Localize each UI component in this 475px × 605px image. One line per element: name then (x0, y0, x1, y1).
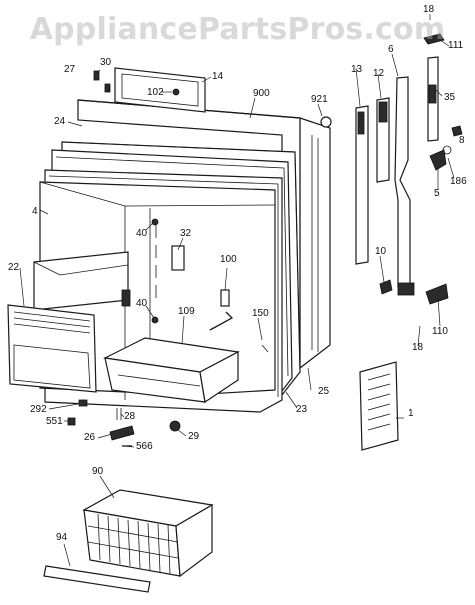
callout-label: 32 (180, 228, 192, 239)
callout-label: 102 (147, 87, 164, 98)
callout-label: 25 (318, 386, 330, 397)
callout-label: 551 (46, 416, 63, 427)
callout-label: 150 (252, 308, 269, 319)
callout-label: 29 (188, 431, 200, 442)
callout-label: 26 (84, 432, 96, 443)
callout-label: 22 (8, 262, 20, 273)
callout-label: 10 (375, 246, 387, 257)
callout-label: 14 (212, 71, 224, 82)
callout-label: 30 (100, 57, 112, 68)
top-door-panel (114, 67, 206, 113)
callout-label: 4 (32, 206, 38, 217)
callout-label: 18 (423, 4, 435, 15)
callout-label: 12 (373, 68, 385, 79)
card-panel (359, 361, 399, 451)
callout-label: 90 (92, 466, 104, 477)
callout-label: 100 (220, 254, 237, 265)
callout-label: 27 (64, 64, 76, 75)
callout-label: 23 (296, 404, 308, 415)
callout-label: 186 (450, 176, 467, 187)
callout-label: 110 (432, 326, 448, 337)
callout-label: 109 (178, 306, 195, 317)
hinge-parts (379, 33, 463, 305)
top-screws (93, 70, 332, 128)
callout-label: 6 (388, 44, 394, 55)
inner-liner (33, 181, 276, 400)
crisper-pan (103, 337, 240, 404)
callout-label: 94 (56, 532, 68, 543)
callout-label: 1 (408, 408, 414, 419)
callout-label: 900 (253, 88, 270, 99)
handle-bar (43, 565, 151, 593)
callout-label: 35 (444, 92, 456, 103)
callout-label: 5 (434, 188, 440, 199)
callout-label: 111 (448, 40, 464, 51)
callout-label: 8 (459, 135, 465, 146)
callout-label: 18 (412, 342, 424, 353)
callout-label: 40 (136, 298, 148, 309)
callout-label: 292 (30, 404, 47, 415)
callout-label: 13 (351, 64, 363, 75)
front-grille (7, 304, 97, 393)
small-parts (67, 399, 181, 447)
callout-label: 566 (136, 441, 153, 452)
freezer-basket (82, 489, 214, 578)
leader-lines (19, 14, 463, 567)
callout-label: 40 (136, 228, 148, 239)
callout-label: 28 (124, 411, 136, 422)
right-strips (355, 56, 439, 296)
callout-label: 24 (54, 116, 66, 127)
callout-label: 921 (311, 94, 328, 105)
